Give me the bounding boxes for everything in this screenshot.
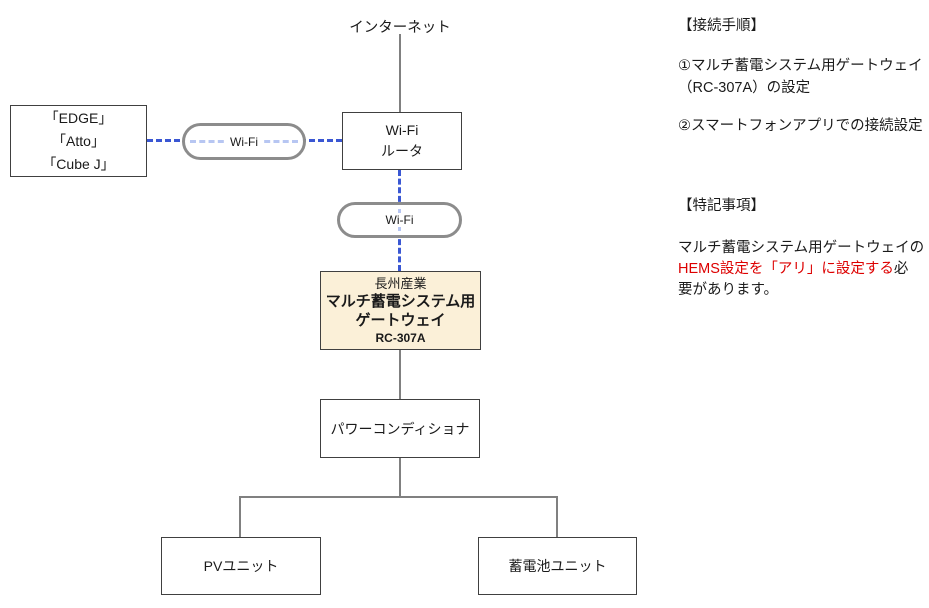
power-conditioner-box: パワーコンディショナ: [320, 399, 480, 458]
battery-unit-label: 蓄電池ユニット: [508, 558, 607, 574]
device-model-line: 「Cube J」: [42, 155, 115, 172]
device-model-line: 「EDGE」: [44, 109, 113, 126]
pv-unit-label: PVユニット: [203, 558, 279, 574]
device-models-box: 「EDGE」 「Atto」 「Cube J」: [10, 105, 147, 177]
gateway-name-line1: マルチ蓄電システム用: [325, 293, 476, 310]
special-notes-heading: 【特記事項】: [678, 198, 765, 214]
wifi-pill-left-label: Wi-Fi: [226, 134, 262, 149]
connector-internet-router: [399, 34, 401, 112]
procedure-heading: 【接続手順】: [678, 18, 765, 34]
connector-gateway-powerconditioner: [399, 350, 401, 399]
power-conditioner-label: パワーコンディショナ: [330, 420, 470, 437]
wifi-router-line: ルータ: [381, 143, 423, 159]
gateway-maker: 長州産業: [374, 276, 427, 291]
special-notes-body: マルチ蓄電システム用ゲートウェイの HEMS設定を「アリ」に設定する必 要があり…: [678, 238, 924, 301]
procedure-step1-line2: （RC-307A）の設定: [678, 80, 811, 96]
wifi-router-line: Wi-Fi: [385, 122, 419, 138]
special-notes-line2: HEMS設定を「アリ」に設定する必: [678, 259, 924, 280]
connector-branch-to-battery: [556, 496, 558, 537]
procedure-step2: ②スマートフォンアプリでの接続設定: [678, 118, 923, 134]
wifi-router-box: Wi-Fi ルータ: [342, 112, 462, 170]
battery-unit-box: 蓄電池ユニット: [478, 537, 637, 595]
connector-branch-to-pv: [239, 496, 241, 537]
special-notes-line3: 要があります。: [678, 282, 779, 298]
gateway-model: RC-307A: [375, 331, 426, 345]
procedure-step1-line1: ①マルチ蓄電システム用ゲートウェイ: [678, 58, 923, 74]
wifi-pill-center-label: Wi-Fi: [381, 213, 418, 227]
wifi-pill-center: Wi-Fi: [337, 202, 462, 238]
gateway-box: 長州産業 マルチ蓄電システム用 ゲートウェイ RC-307A: [320, 271, 481, 350]
wifi-pill-left: Wi-Fi: [182, 123, 306, 160]
device-model-line: 「Atto」: [52, 132, 105, 149]
special-notes-red-text: HEMS設定を「アリ」に設定する: [678, 261, 894, 277]
internet-label: インターネット: [349, 20, 451, 36]
pv-unit-box: PVユニット: [161, 537, 321, 595]
gateway-name-line2: ゲートウェイ: [355, 312, 446, 329]
special-notes-line2-tail: 必: [893, 261, 909, 277]
procedure-step1: ①マルチ蓄電システム用ゲートウェイ （RC-307A）の設定: [678, 55, 923, 99]
connector-branch-horizontal: [239, 496, 558, 498]
connector-powerconditioner-branch: [399, 458, 401, 497]
special-notes-line1: マルチ蓄電システム用ゲートウェイの: [678, 240, 925, 256]
